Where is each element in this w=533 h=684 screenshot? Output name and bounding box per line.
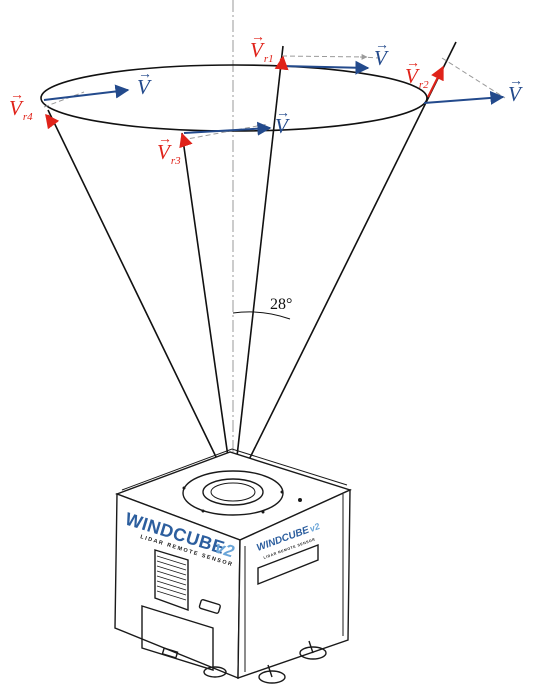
wind-label-far-right: →V: [508, 74, 523, 106]
beam-3: [181, 132, 234, 493]
wind-label-top-right: →V: [374, 38, 389, 70]
ventilation-grille: [154, 549, 189, 611]
wind-vector-4: [43, 84, 130, 101]
wind-vector-2: [423, 90, 505, 105]
radial-label-4: →Vr4: [9, 88, 33, 123]
access-panel: [141, 605, 214, 671]
beam-4: [47, 109, 234, 493]
brand-front-version: v2: [213, 538, 237, 562]
radial-vector-2: [427, 65, 444, 98]
cone-angle-label: 28°: [270, 296, 293, 313]
windcube-device: [114, 448, 352, 684]
lidar-beams: [47, 41, 457, 493]
wind-vector-3: [183, 121, 272, 136]
angle-arc: [232, 311, 291, 320]
wind-label-left: →V: [137, 67, 152, 99]
device-feet: [203, 640, 327, 684]
beam-2: [232, 41, 457, 493]
side-window: [257, 543, 319, 586]
beam-1: [232, 45, 284, 493]
lidar-head-window: [202, 478, 264, 506]
side-connector: [198, 599, 221, 614]
radial-label-2: →Vr2: [405, 56, 429, 91]
wind-vector-1: [281, 60, 370, 75]
scan-ellipse: [40, 64, 428, 132]
radial-label-1: →Vr1: [250, 30, 274, 65]
wind-vectors: [43, 60, 505, 136]
projection-guides: [43, 53, 506, 141]
device-right: [237, 488, 351, 679]
radial-label-3: →Vr3: [157, 132, 181, 167]
wind-label-center: →V: [275, 106, 290, 138]
brand-side-version: v2: [308, 521, 321, 534]
